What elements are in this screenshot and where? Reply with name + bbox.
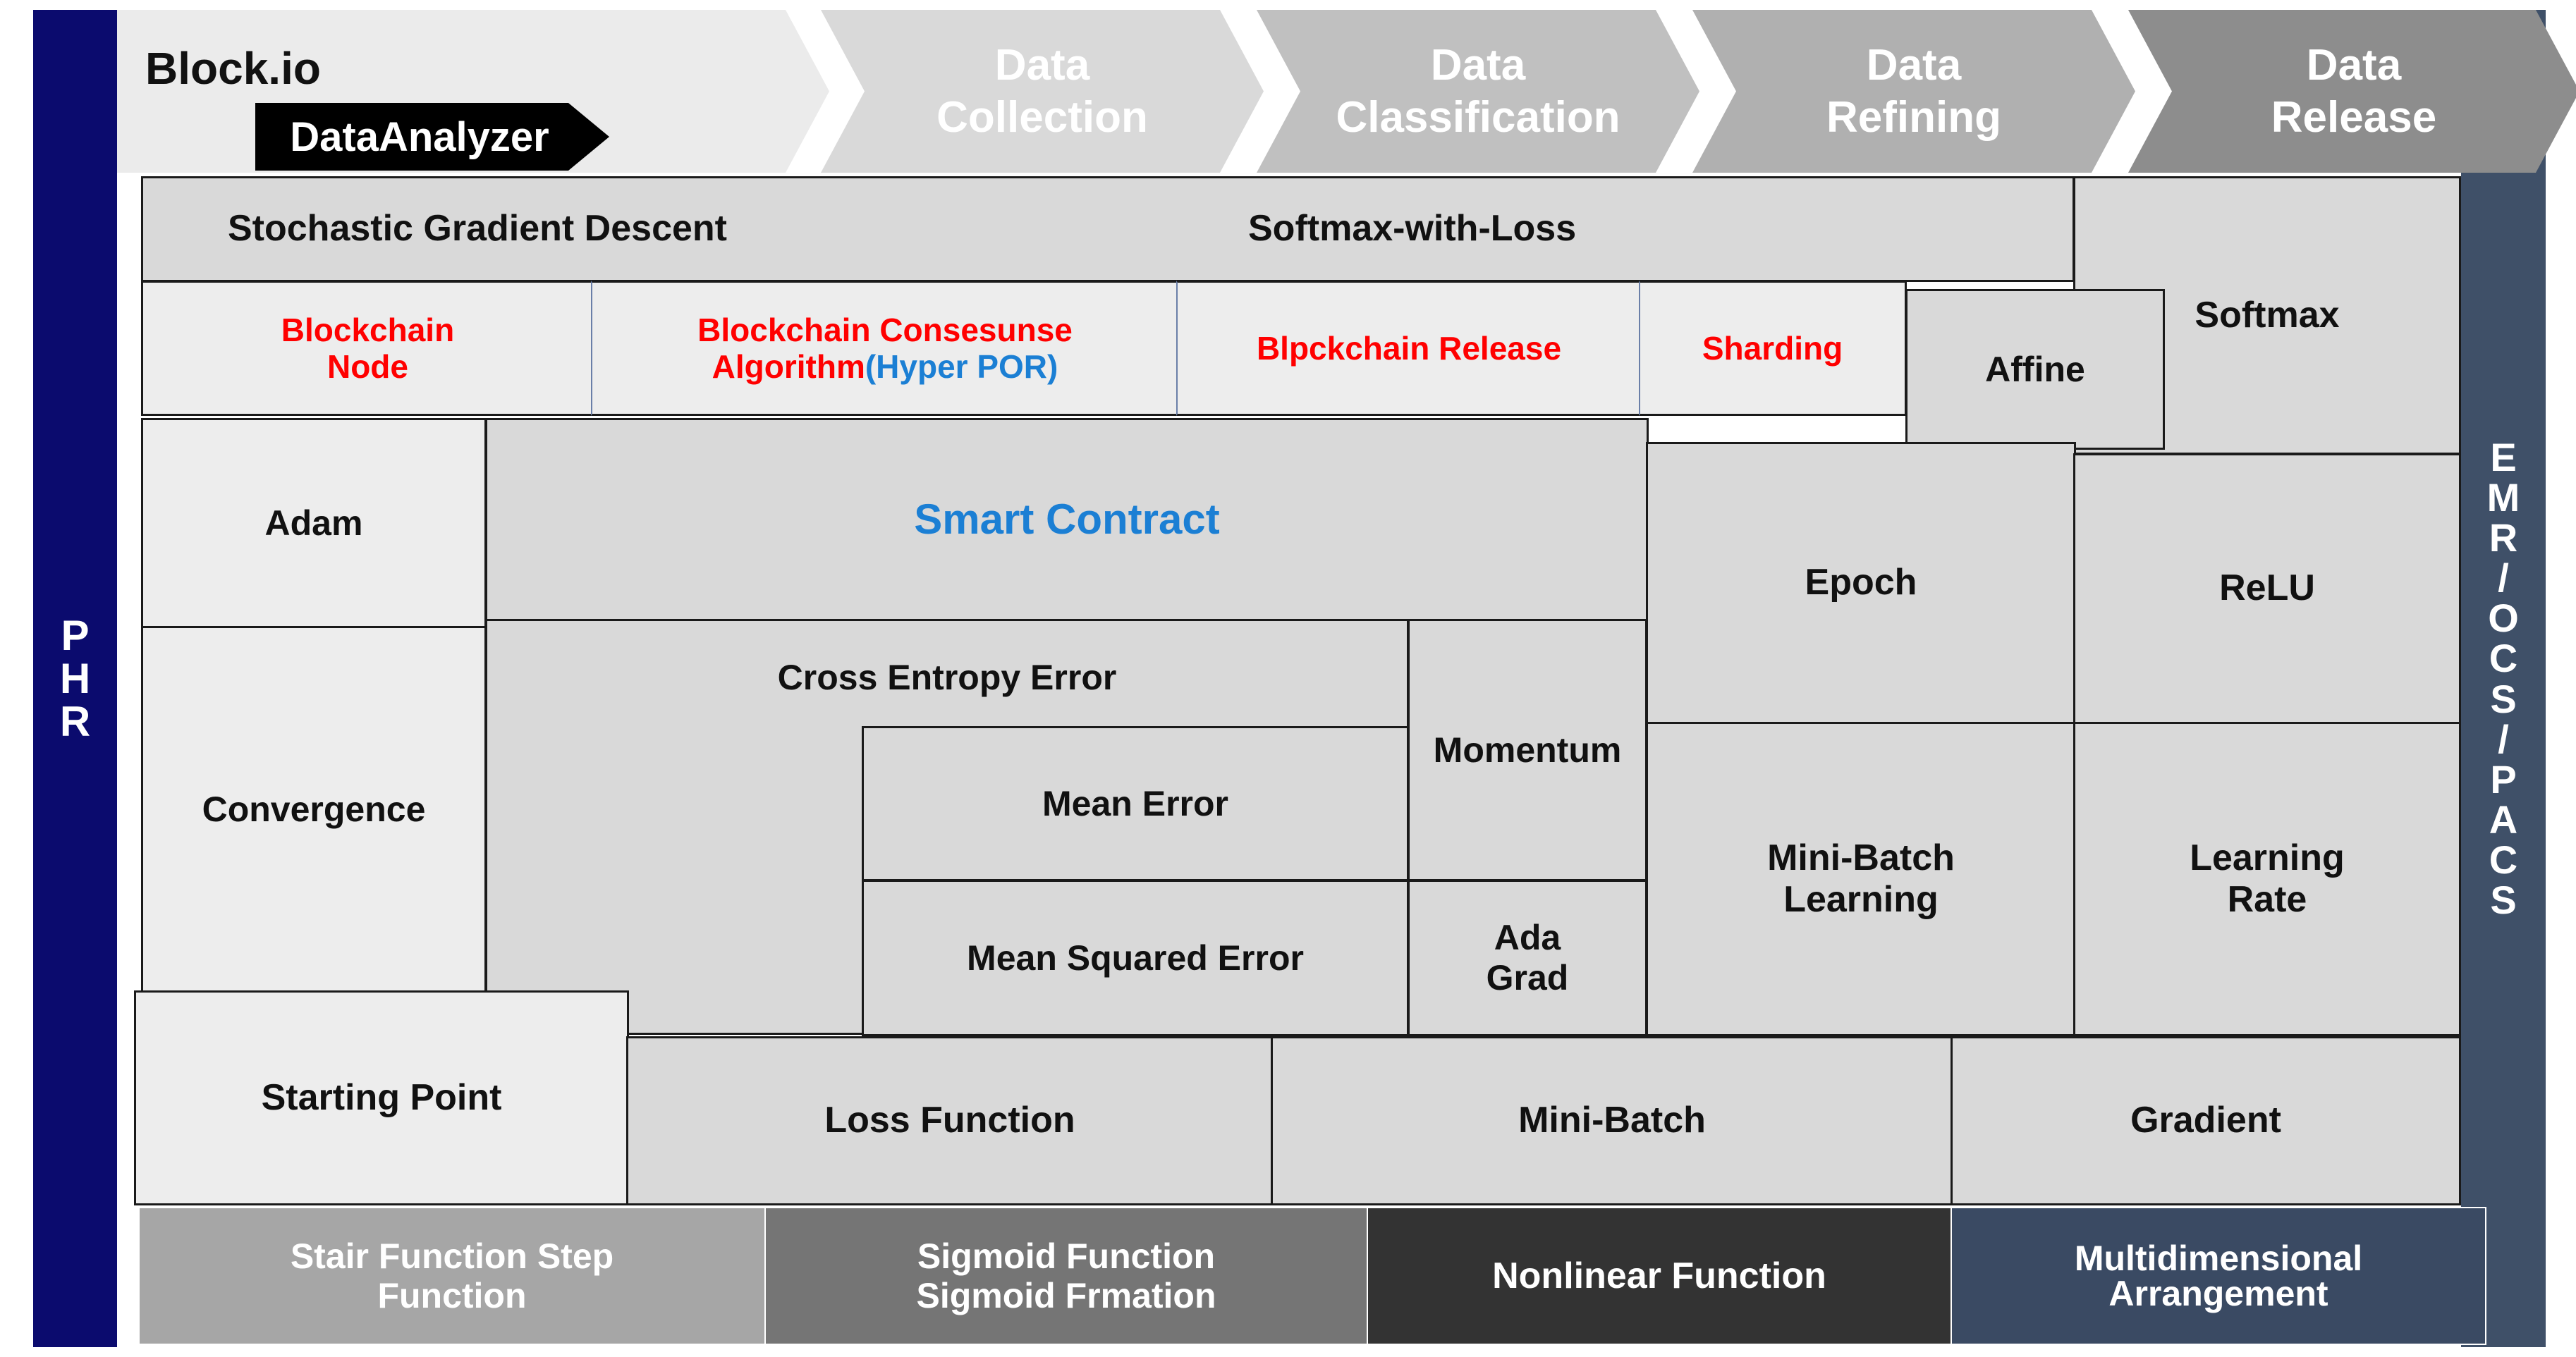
block-label: Adam [264,503,363,543]
pipeline-header: Data Collection Data Classification Data… [117,10,2501,173]
rail-letter: S [2490,676,2517,721]
block-label: Blockchain Node [281,311,455,385]
block-softmax-with-loss[interactable]: Softmax-with-Loss [1206,176,2075,282]
block-blockchain-release[interactable]: Blpckchain Release [1176,281,1640,416]
pipeline-stage-data-refining[interactable]: Data Refining [1692,10,2135,173]
block-epoch[interactable]: Epoch [1646,442,2076,724]
block-label: Mean Squared Error [967,938,1304,978]
block-adam[interactable]: Adam [141,418,487,628]
footer-bar-multidimensional-arrangement[interactable]: Multidimensional Arrangement [1951,1207,2486,1345]
block-gradient[interactable]: Gradient [1951,1036,2461,1205]
footer-bar-nonlinear-function[interactable]: Nonlinear Function [1367,1207,1952,1345]
footer-bar-stair-function[interactable]: Stair Function Step Function [138,1207,766,1345]
rail-letter: A [2489,797,2518,842]
rail-letter: E [2490,434,2517,479]
data-analyzer-badge[interactable]: DataAnalyzer [255,103,609,171]
block-smart-contract[interactable]: Smart Contract [485,418,1649,621]
left-rail-phr: P H R [33,10,117,1347]
block-label: Sharding [1702,329,1843,367]
block-mini-batch-learning[interactable]: Mini-Batch Learning [1646,722,2076,1036]
block-loss-function[interactable]: Loss Function [626,1036,1274,1205]
rail-letter: M [2486,474,2520,520]
block-label: Softmax [2195,294,2340,336]
footer-bar-label: Stair Function Step Function [290,1236,614,1315]
brand-title: Block.io [145,43,321,94]
rail-letter: S [2490,878,2517,923]
rail-letter: C [2489,837,2518,882]
footer-bar-label: Sigmoid Function Sigmoid Frmation [916,1236,1216,1315]
rail-letter: P [61,611,90,659]
block-sublabel: (Hyper POR) [865,348,1058,385]
block-label: Stochastic Gradient Descent [228,208,727,250]
block-label: Loss Function [824,1100,1075,1141]
block-label: Ada Grad [1486,918,1569,997]
rail-letter: H [59,654,91,702]
footer-bar-label: Multidimensional Arrangement [2074,1239,2363,1313]
block-label: Mini-Batch [1518,1100,1706,1141]
block-label: Softmax-with-Loss [1248,208,1577,250]
block-label: Learning Rate [2190,837,2345,920]
block-mean-error[interactable]: Mean Error [862,726,1409,881]
block-label: Epoch [1805,562,1917,603]
pipeline-stage-label: Data Classification [1336,41,1620,142]
block-momentum[interactable]: Momentum [1408,619,1647,881]
pipeline-stage-label: Data Collection [936,41,1148,142]
rail-letter: / [2498,716,2509,761]
block-label: ReLU [2219,567,2315,609]
rail-letter: R [59,698,91,746]
block-affine[interactable]: Affine [1905,289,2165,450]
block-blockchain-node[interactable]: Blockchain Node [141,281,592,416]
block-blockchain-consensus-algorithm[interactable]: Blockchain Consesunse Algorithm(Hyper PO… [591,281,1178,416]
block-label: Cross Entropy Error [777,658,1117,697]
block-label: Blpckchain Release [1256,329,1562,367]
left-rail-letters: P H R [60,614,90,744]
block-label: Smart Contract [914,495,1220,543]
block-label: Blockchain Consesunse Algorithm [697,311,1073,385]
block-label: Affine [1985,349,2085,389]
block-label: Mini-Batch Learning [1767,837,1955,920]
block-label: Momentum [1433,730,1622,770]
block-label-wrap: Blockchain Consesunse Algorithm(Hyper PO… [598,312,1172,386]
right-rail-letters: E M R / O C S / P A C S [2487,437,2520,920]
pipeline-stage-label: Data Release [2271,41,2437,142]
block-mini-batch[interactable]: Mini-Batch [1271,1036,1953,1205]
block-relu[interactable]: ReLU [2073,453,2461,724]
block-label: Convergence [202,789,426,829]
block-label: Starting Point [261,1076,502,1118]
footer-bar-sigmoid-function[interactable]: Sigmoid Function Sigmoid Frmation [764,1207,1368,1345]
footer-bar-label: Nonlinear Function [1492,1255,1826,1296]
block-mean-squared-error[interactable]: Mean Squared Error [862,880,1409,1036]
block-label: Gradient [2130,1100,2281,1141]
block-label: Mean Error [1042,783,1228,823]
pipeline-stage-data-release[interactable]: Data Release [2128,10,2576,173]
block-learning-rate[interactable]: Learning Rate [2073,722,2461,1036]
pipeline-stage-data-classification[interactable]: Data Classification [1257,10,1699,173]
rail-letter: R [2489,515,2518,560]
block-starting-point[interactable]: Starting Point [134,990,629,1205]
rail-letter: P [2490,756,2517,802]
right-rail-emr-ocs-pacs: E M R / O C S / P A C S [2461,10,2546,1347]
block-ada-grad[interactable]: Ada Grad [1408,880,1647,1036]
block-sharding[interactable]: Sharding [1639,281,1907,416]
pipeline-stage-label: Data Refining [1826,41,2001,142]
rail-letter: O [2488,596,2519,641]
block-convergence[interactable]: Convergence [141,626,487,993]
pipeline-stage-data-collection[interactable]: Data Collection [821,10,1264,173]
rail-letter: C [2489,636,2518,681]
rail-letter: / [2498,555,2509,601]
